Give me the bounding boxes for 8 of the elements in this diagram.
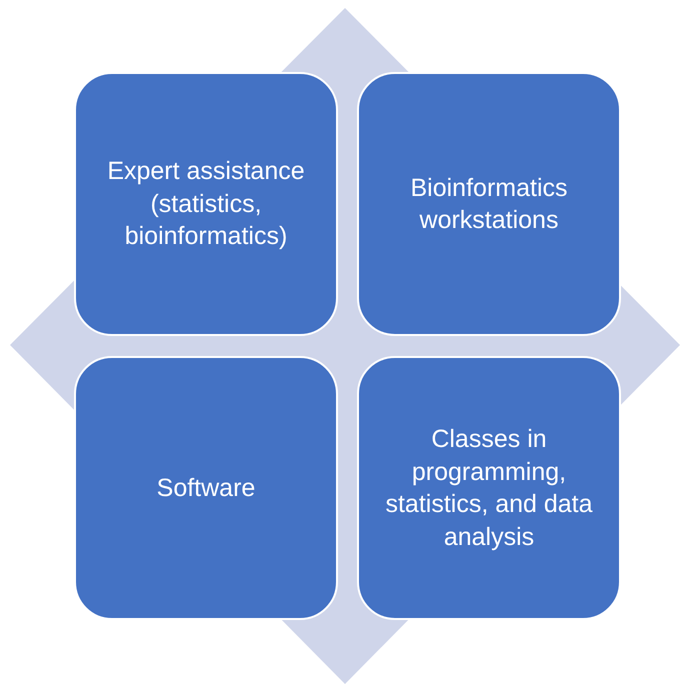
- rounded-box: [74, 356, 338, 620]
- box-text: Classes in programming, statistics, and data analysis: [384, 424, 594, 552]
- box-text: Expert assistance (statistics, bioinformatics): [106, 156, 306, 252]
- box-text: Software: [156, 472, 256, 504]
- box-text: Bioinformatics workstations: [410, 172, 568, 236]
- rounded-box: [74, 72, 338, 336]
- rounded-box: [357, 356, 621, 620]
- rounded-box: [357, 72, 621, 336]
